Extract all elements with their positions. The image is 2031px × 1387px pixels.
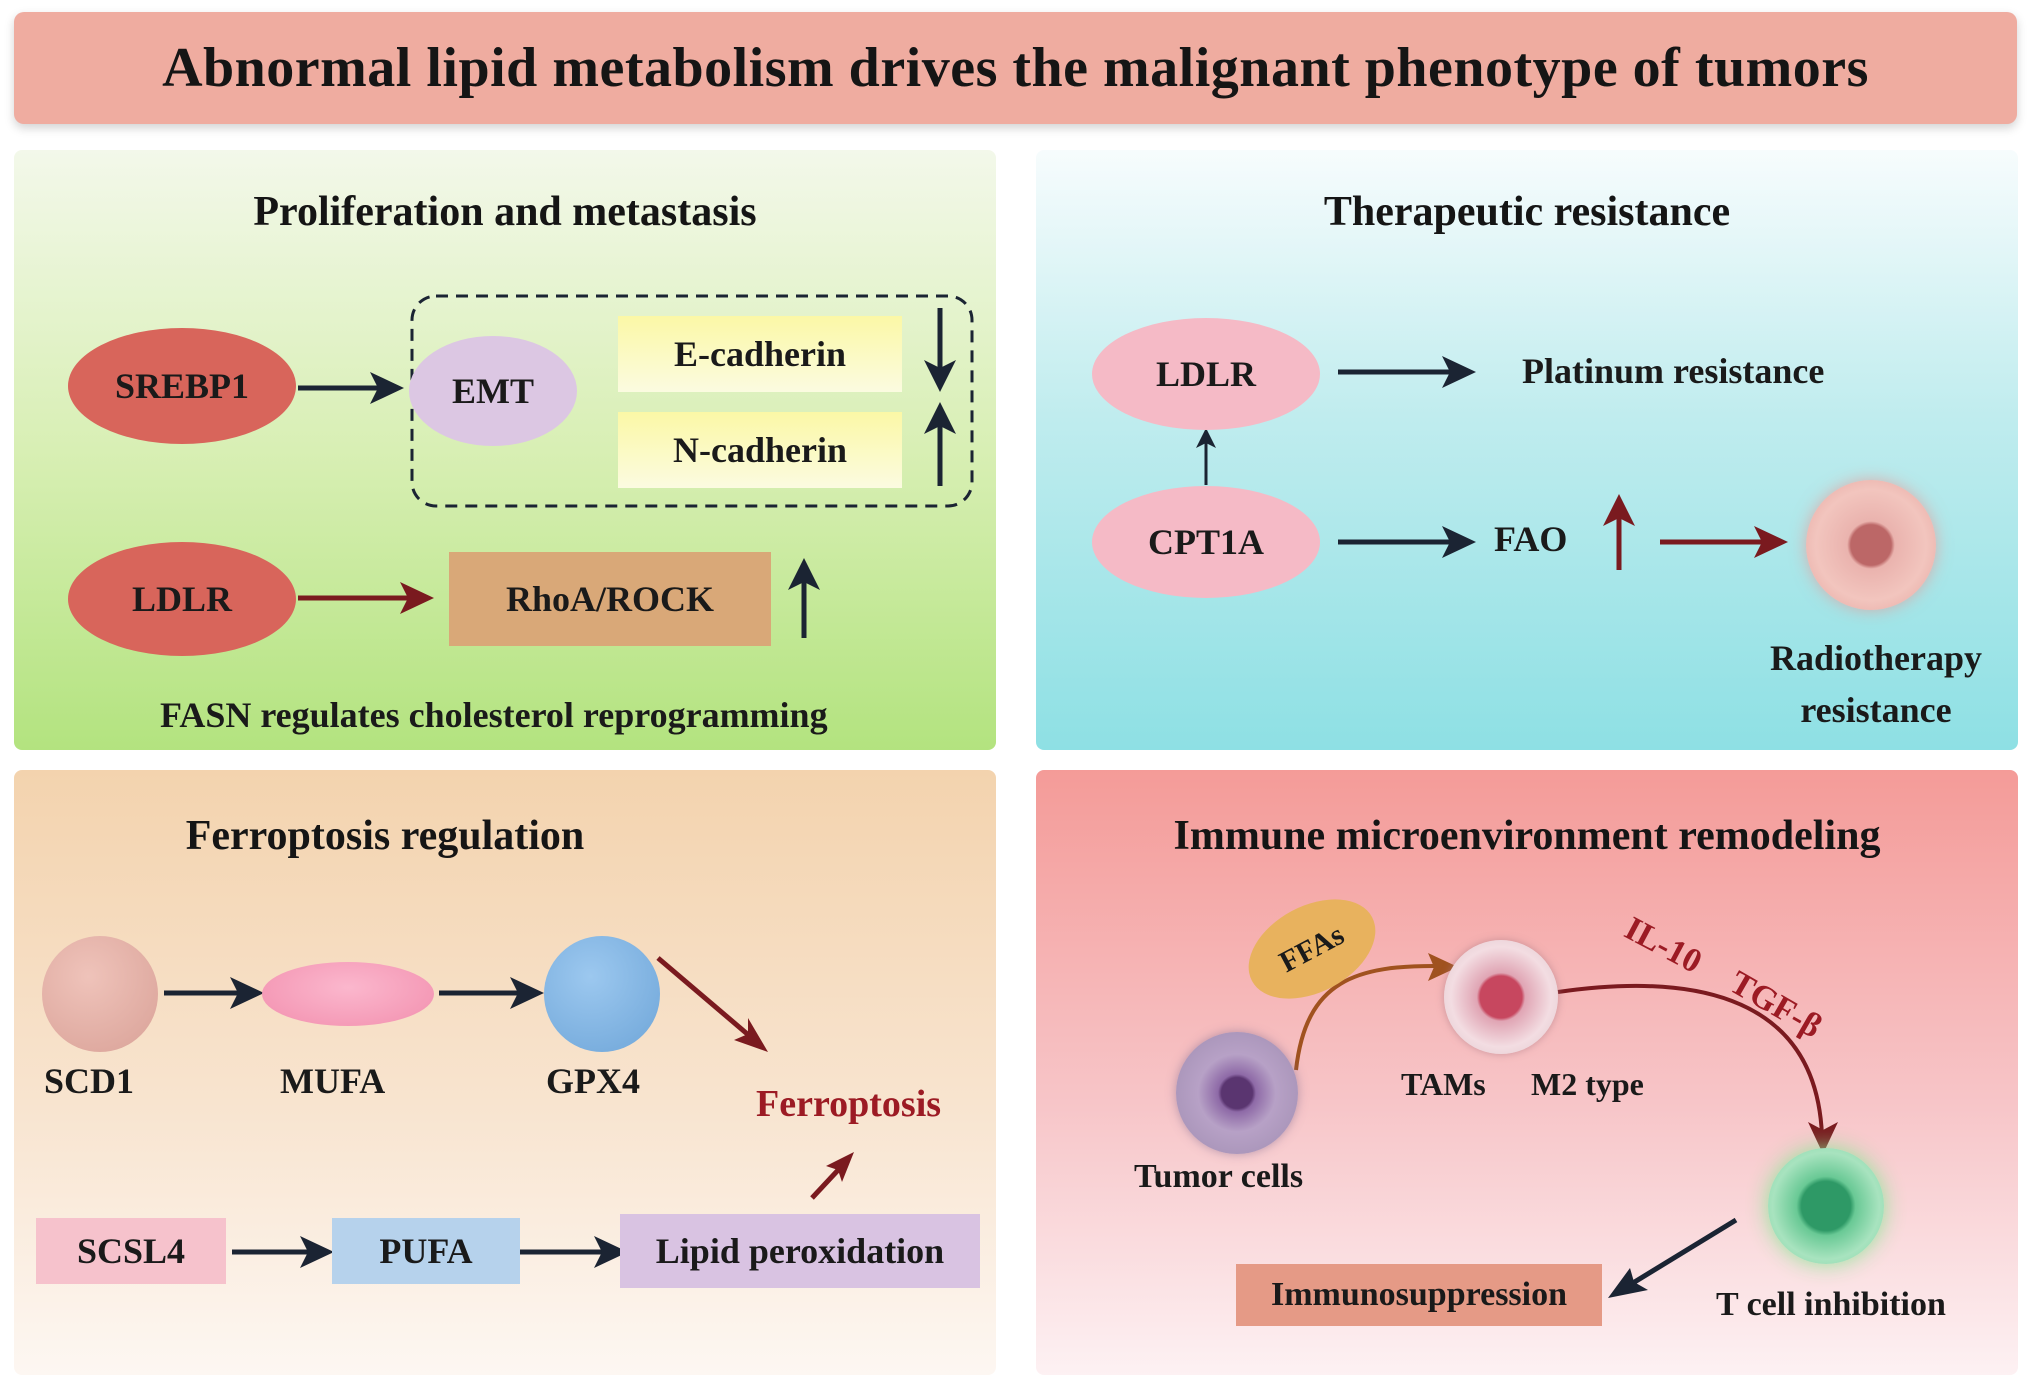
- panel-title-resistance: Therapeutic resistance: [1323, 189, 1731, 235]
- arrow-tcell-immunosuppression: [1626, 1217, 1738, 1289]
- lipid-peroxidation-label: Lipid peroxidation: [655, 1231, 945, 1271]
- panel-resistance: Therapeutic resistance LDLR CPT1A Platin…: [1036, 150, 2018, 750]
- radiotherapy-cell-icon: [1806, 480, 1936, 610]
- ferroptosis-arrows: [164, 956, 854, 1268]
- panel-title-proliferation: Proliferation and metastasis: [253, 189, 757, 235]
- n-cadherin-label: N-cadherin: [673, 430, 847, 470]
- mufa-label: MUFA: [280, 1061, 386, 1101]
- cpt1a-node: CPT1A: [1092, 486, 1320, 598]
- t-cell-icon: [1768, 1148, 1884, 1264]
- pufa-label: PUFA: [379, 1231, 473, 1271]
- gpx4-label: GPX4: [546, 1061, 640, 1101]
- emt-label: EMT: [451, 371, 534, 411]
- scd1-circle-icon: [42, 936, 158, 1052]
- arrowhead-mufa-gpx4: [510, 977, 544, 1009]
- lipid-peroxidation-box: Lipid peroxidation: [620, 1214, 980, 1288]
- radiotherapy-resistance-label: Radiotherapy resistance: [1726, 632, 2018, 736]
- scd1-label: SCD1: [44, 1061, 135, 1101]
- tumor-cells-label: Tumor cells: [1134, 1158, 1304, 1195]
- resistance-arrows: [1196, 356, 1788, 570]
- m2-type-label: M2 type: [1531, 1066, 1644, 1102]
- ldlr-node-proliferation: LDLR: [68, 542, 296, 656]
- arrowhead-cpt1a-fao: [1442, 526, 1476, 558]
- immunosuppression-box: Immunosuppression: [1236, 1264, 1602, 1326]
- arrowhead-rhoa-up: [788, 558, 820, 590]
- arrow-tumor-tams: [1294, 963, 1442, 1071]
- ffas-label: FFAs: [1274, 918, 1350, 980]
- e-cadherin-label: E-cadherin: [673, 334, 846, 374]
- arrowhead-ldlr-rhoa: [400, 582, 434, 614]
- tumor-cell-icon: [1176, 1032, 1298, 1154]
- arrowhead-scsl4-pufa: [300, 1236, 334, 1268]
- arrowhead-cpt1a-ldlr: [1196, 428, 1216, 448]
- arrowhead-srebp1-emt: [370, 372, 404, 404]
- proliferation-arrows: [298, 294, 974, 638]
- pufa-box: PUFA: [332, 1218, 520, 1284]
- fasn-caption: FASN regulates cholesterol reprogramming: [160, 695, 828, 735]
- arrowhead-tcell-immunosuppression: [1608, 1268, 1648, 1298]
- arrow-tams-tcell: [1557, 983, 1824, 1137]
- arrowhead-lipid-ferroptosis: [826, 1152, 854, 1182]
- arrowhead-scd1-mufa: [230, 977, 264, 1009]
- rhoa-rock-label: RhoA/ROCK: [505, 579, 715, 619]
- panel-title-immune: Immune microenvironment remodeling: [1173, 813, 1881, 859]
- panel-ferroptosis: Ferroptosis regulation SCD1 MUFA GPX4 Fe…: [14, 770, 996, 1375]
- radiotherapy-line2: resistance: [1800, 690, 1952, 730]
- tam-cell-icon: [1444, 940, 1558, 1054]
- panel-title-ferroptosis: Ferroptosis regulation: [185, 813, 585, 859]
- srebp1-label: SREBP1: [114, 366, 250, 406]
- rhoa-rock-box: RhoA/ROCK: [449, 552, 771, 646]
- ldlr-label-resistance: LDLR: [1155, 354, 1257, 394]
- scsl4-label: SCSL4: [76, 1231, 186, 1271]
- n-cadherin-box: N-cadherin: [618, 412, 902, 488]
- arrowhead-gpx4-ferroptosis: [734, 1018, 768, 1052]
- arrowhead-tumor-tams: [1428, 953, 1458, 981]
- radiotherapy-line1: Radiotherapy: [1769, 638, 1982, 678]
- title-banner: Abnormal lipid metabolism drives the mal…: [14, 12, 2017, 124]
- ferroptosis-label: Ferroptosis: [756, 1083, 942, 1125]
- arrowhead-pufa-lipid: [594, 1236, 628, 1268]
- panel-immune: Immune microenvironment remodeling FFAs …: [1036, 770, 2018, 1375]
- t-cell-inhibition-label: T cell inhibition: [1716, 1286, 1946, 1323]
- arrowhead-tams-tcell: [1808, 1122, 1838, 1154]
- srebp1-node: SREBP1: [68, 328, 296, 444]
- mufa-ellipse-icon: [262, 962, 434, 1026]
- ldlr-node-resistance: LDLR: [1092, 318, 1320, 430]
- arrowhead-fao-cell: [1754, 526, 1788, 558]
- scsl4-box: SCSL4: [36, 1218, 226, 1284]
- immunosuppression-label: Immunosuppression: [1270, 1276, 1568, 1313]
- panel-proliferation: Proliferation and metastasis SREBP1 EMT …: [14, 150, 996, 750]
- gpx4-circle-icon: [544, 936, 660, 1052]
- arrowhead-ldlr-platinum: [1442, 356, 1476, 388]
- fao-label: FAO: [1494, 519, 1568, 559]
- arrowhead-fao-up: [1603, 494, 1635, 526]
- cpt1a-label: CPT1A: [1148, 522, 1264, 562]
- e-cadherin-box: E-cadherin: [618, 316, 902, 392]
- arrowhead-n-cadherin-up: [924, 402, 956, 434]
- emt-node: EMT: [409, 336, 577, 446]
- arrow-lipid-ferroptosis: [810, 1166, 842, 1200]
- cadherin-dashed-box: [410, 294, 974, 508]
- platinum-resistance-label: Platinum resistance: [1522, 351, 1825, 391]
- ldlr-label-proliferation: LDLR: [131, 579, 233, 619]
- tams-label: TAMs: [1401, 1066, 1486, 1102]
- arrow-gpx4-ferroptosis: [656, 956, 754, 1040]
- arrowhead-e-cadherin-down: [924, 360, 956, 392]
- immune-arrows: [1294, 953, 1838, 1298]
- main-title: Abnormal lipid metabolism drives the mal…: [162, 37, 1869, 99]
